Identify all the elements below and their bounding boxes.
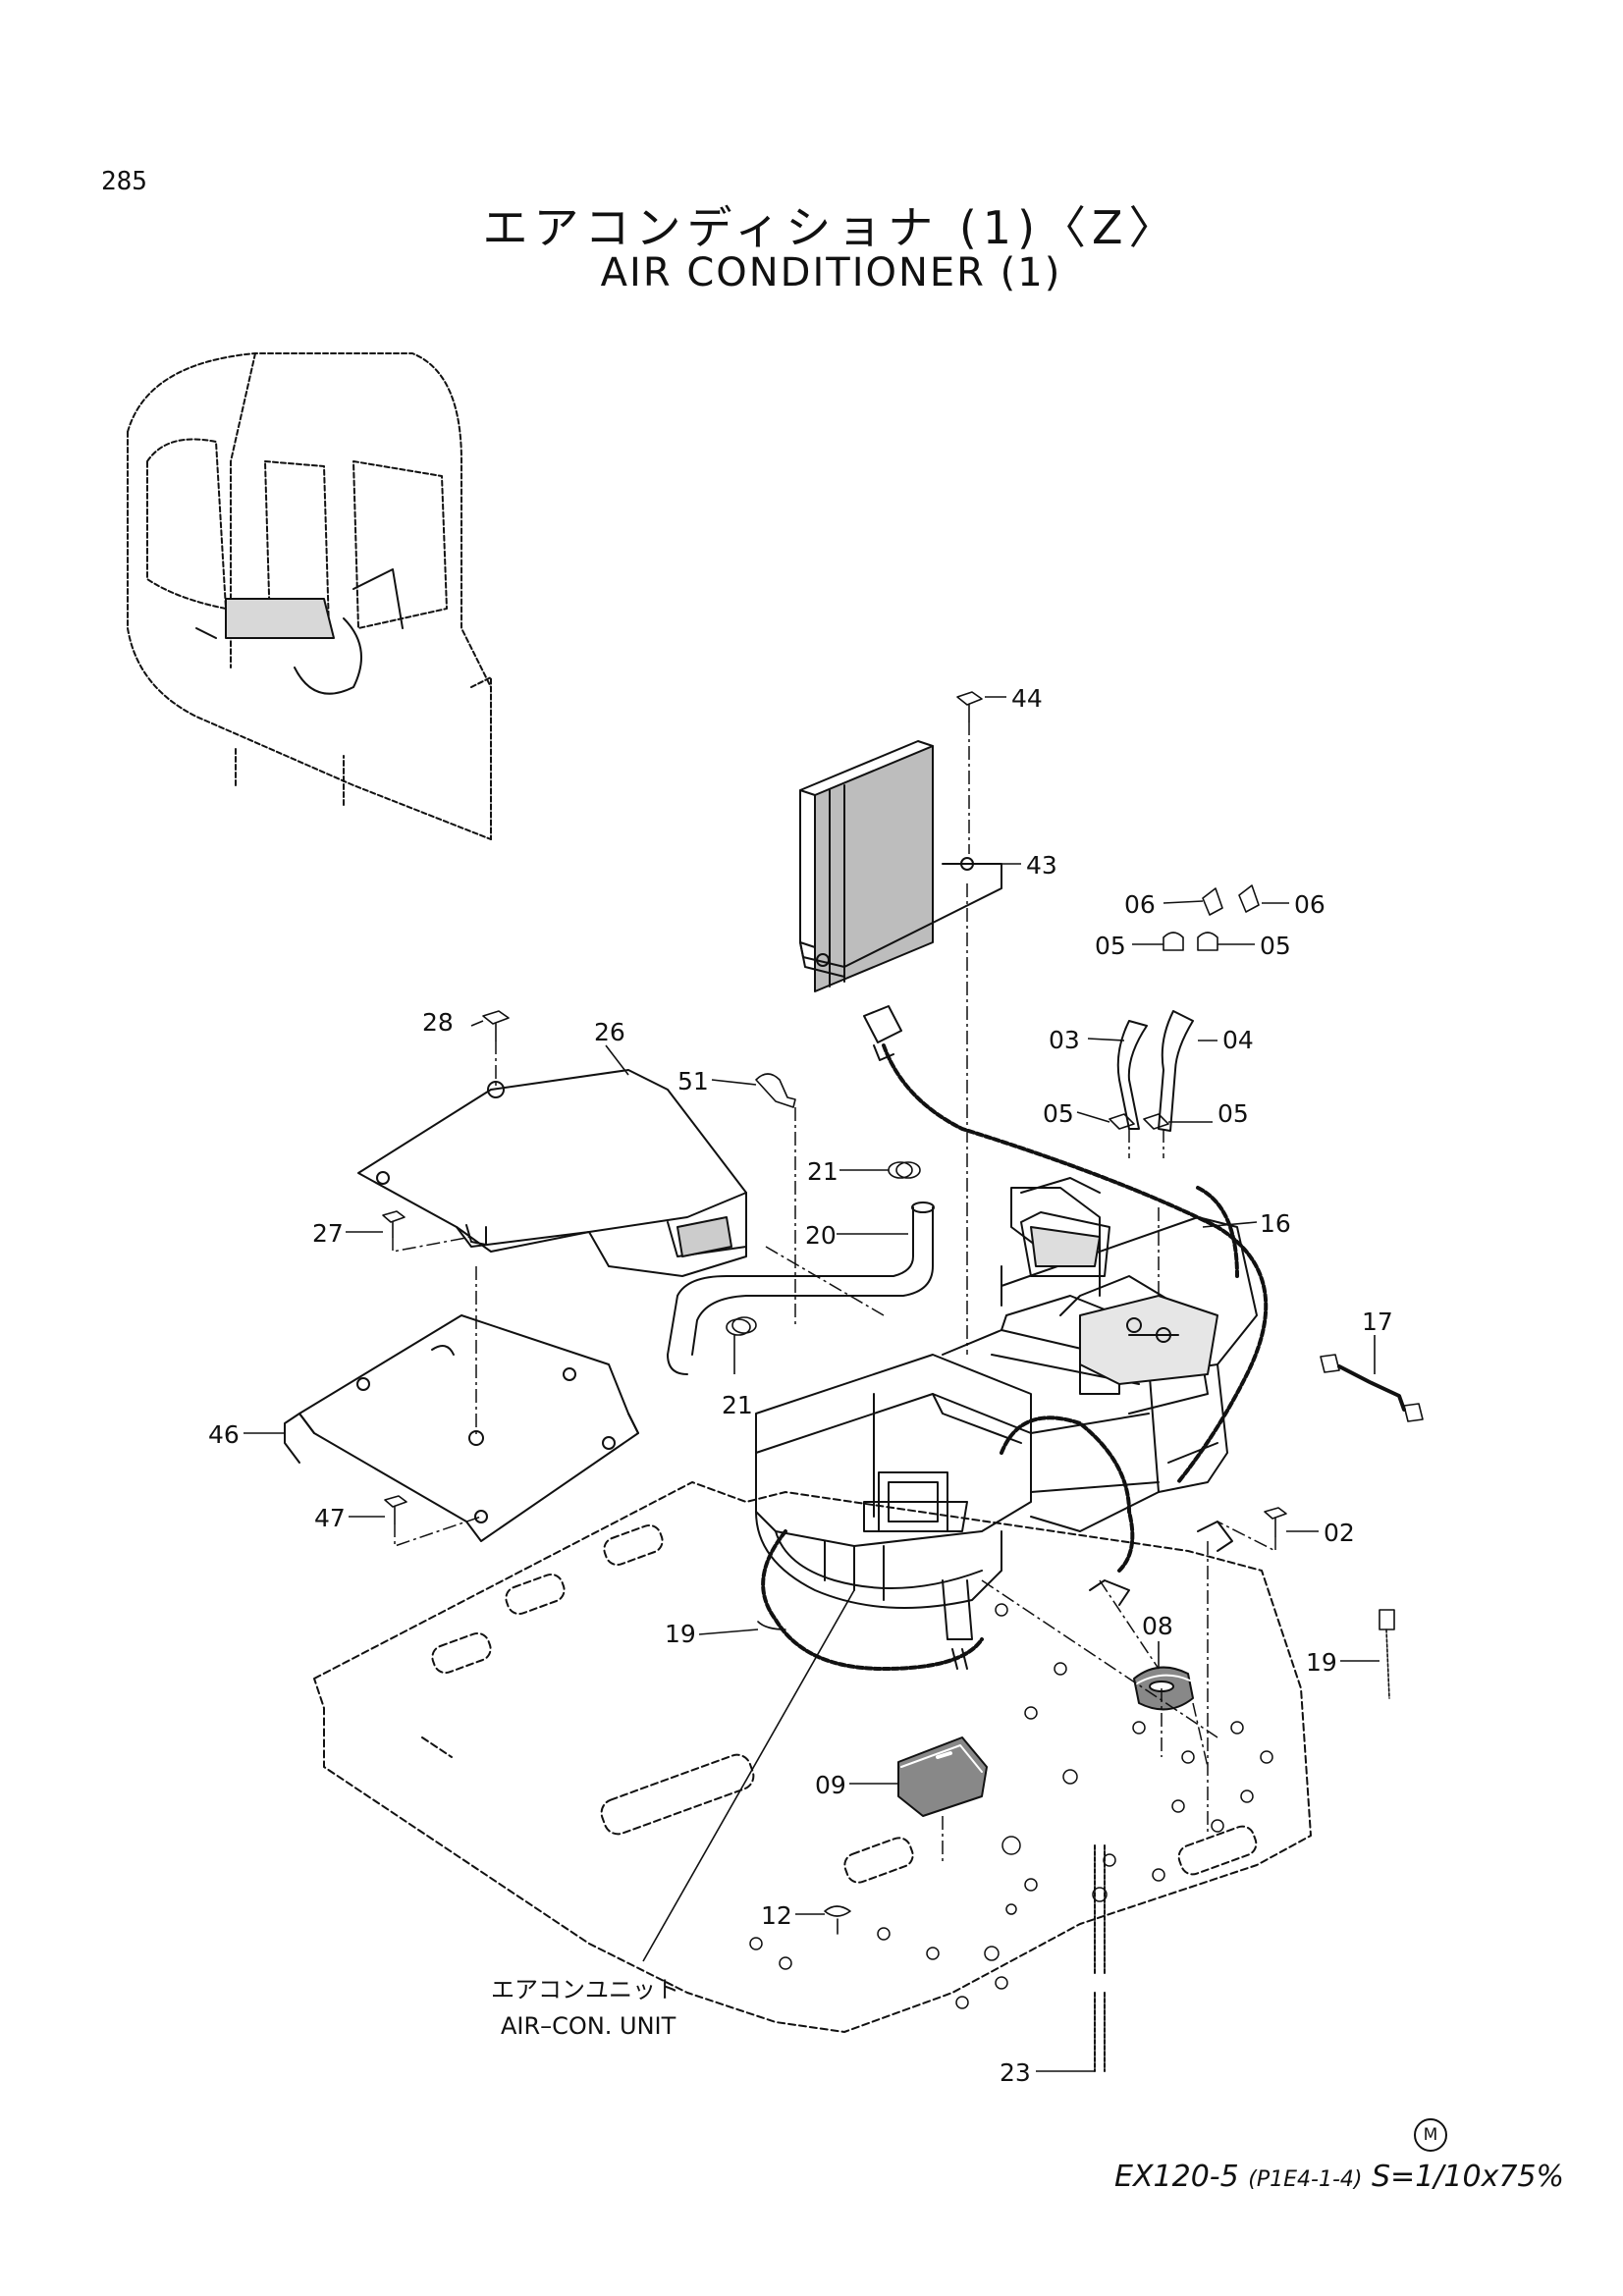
fasteners [382,691,1395,1935]
cab-aircon-location [195,568,404,695]
plugs-06 [1202,884,1260,916]
part-number-labels: 44 43 06 06 05 05 28 26 51 03 04 05 05 2… [208,684,1393,2087]
part-label-17: 17 [1362,1308,1393,1336]
part-label-19-right: 19 [1306,1648,1337,1677]
part-label-09: 09 [815,1771,846,1799]
footer-model: EX120-5 [1114,2160,1239,2194]
unit-label-english: AIR–CON. UNIT [501,2012,676,2040]
part-label-02: 02 [1324,1519,1355,1547]
grommet-09 [897,1736,988,1817]
part-label-05-upper-left: 05 [1095,932,1126,960]
hose-clamps-05 [1109,932,1218,1130]
leader-lines [243,696,1380,2072]
footer-code: (P1E4-1-4) [1248,2167,1363,2192]
floor-plate-holes [749,1603,1273,2009]
part-label-27: 27 [312,1219,344,1248]
unit-callout: エアコンユニット AIR–CON. UNIT [491,1976,679,2040]
floor-plate [313,1481,1312,2033]
part-label-05-lower-left: 05 [1043,1099,1074,1128]
part-label-05-upper-right: 05 [1260,932,1291,960]
part-label-28: 28 [422,1008,454,1037]
page-title-english: AIR CONDITIONER (1) [600,250,1062,295]
part-label-44: 44 [1011,684,1043,713]
part-label-46: 46 [208,1420,240,1449]
filter-43 [799,740,1002,992]
grommet-08 [1133,1666,1194,1711]
part-label-06-left: 06 [1124,890,1156,919]
blower-fan-housing [755,1511,1002,1670]
drain-hose-03 [1116,1020,1148,1130]
part-label-16: 16 [1260,1209,1291,1238]
part-label-47: 47 [314,1504,346,1532]
cab-overview-illustration [127,352,492,840]
centerlines [392,721,1276,1865]
footer-scale: S=1/10x75% [1372,2160,1564,2194]
footer-circled-mark: M [1414,2118,1447,2152]
part-label-51: 51 [677,1067,709,1095]
part-label-23: 23 [1000,2058,1031,2087]
part-label-03: 03 [1049,1026,1080,1054]
part-label-08: 08 [1142,1612,1173,1640]
footer-reference: EX120-5 (P1E4-1-4) S=1/10x75% [1114,2160,1564,2194]
drain-pipe-23 [1094,1844,1106,2072]
part-label-05-lower-right: 05 [1217,1099,1249,1128]
duct-hose-20 [667,1201,935,1375]
harness-connector-16 [863,1005,902,1061]
part-label-20: 20 [805,1221,837,1250]
page-number: 285 [101,167,147,196]
unit-label-japanese: エアコンユニット [491,1976,679,2003]
part-label-43: 43 [1026,851,1057,880]
page-title-japanese: エアコンディショナ (1)〈Z〉 [482,201,1180,254]
wire-harness-16 [882,1043,1269,1484]
duct-cover-26 [357,1069,747,1277]
part-label-19-left: 19 [665,1620,696,1648]
wire-sub-harness-17 [1320,1354,1424,1422]
bottom-mount-feet [1089,1521,1233,1606]
part-label-21-upper: 21 [807,1157,839,1186]
part-label-26: 26 [594,1018,625,1046]
part-label-21-lower: 21 [722,1391,753,1419]
heater-core-top [1020,1211,1218,1385]
drain-hose-04 [1158,1010,1194,1132]
part-label-06-right: 06 [1294,890,1325,919]
part-label-04: 04 [1222,1026,1254,1054]
part-label-12: 12 [761,1901,792,1930]
